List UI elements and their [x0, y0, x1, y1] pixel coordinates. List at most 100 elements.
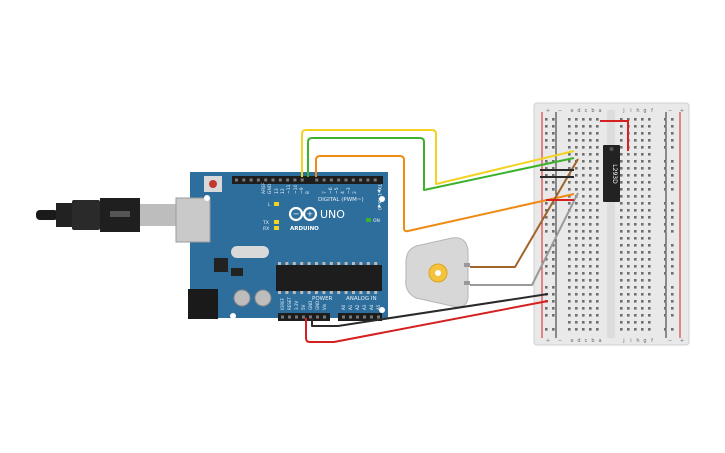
breadboard-hole: [664, 307, 667, 310]
breadboard-hole: [589, 146, 592, 149]
breadboard-hole: [627, 181, 630, 184]
breadboard-hole: [589, 153, 592, 156]
breadboard-hole: [664, 118, 667, 121]
breadboard-hole: [620, 223, 623, 226]
breadboard-hole: [648, 118, 651, 121]
breadboard-hole: [641, 153, 644, 156]
breadboard-hole: [620, 125, 623, 128]
breadboard-hole: [664, 293, 667, 296]
breadboard-hole: [634, 181, 637, 184]
breadboard-hole: [568, 300, 571, 303]
power-jack: [188, 289, 218, 319]
breadboard-hole: [620, 272, 623, 275]
breadboard-hole: [634, 258, 637, 261]
breadboard-hole: [634, 237, 637, 240]
breadboard-hole: [589, 307, 592, 310]
chip-pin: [300, 262, 304, 265]
breadboard-hole: [641, 132, 644, 135]
breadboard-hole: [671, 167, 674, 170]
wire-black-gnd: [311, 293, 549, 327]
breadboard-hole: [648, 139, 651, 142]
breadboard-hole: [671, 202, 674, 205]
chip-pin: [344, 262, 348, 265]
header-pin: [373, 178, 377, 182]
motor-terminal: [464, 263, 470, 267]
column-letter: d: [577, 338, 580, 344]
column-letter: h: [636, 338, 639, 344]
header-pin: [356, 315, 359, 319]
pin-label: A2: [355, 304, 360, 310]
breadboard-hole: [596, 279, 599, 282]
breadboard-hole: [545, 146, 548, 149]
breadboard-hole: [648, 188, 651, 191]
led-label-rx: RX: [263, 226, 269, 232]
pin-label: GND: [308, 301, 313, 310]
breadboard-hole: [568, 160, 571, 163]
breadboard-hole: [620, 286, 623, 289]
breadboard-hole: [545, 125, 548, 128]
breadboard-hole: [552, 181, 555, 184]
column-letter: −: [558, 108, 562, 114]
breadboard-hole: [664, 230, 667, 233]
breadboard-hole: [641, 188, 644, 191]
breadboard-hole: [641, 293, 644, 296]
breadboard-hole: [575, 188, 578, 191]
power-header-label: POWER: [312, 296, 333, 302]
breadboard-hole: [634, 230, 637, 233]
digital-pin-labels: AREF GND 13 12 ~11 ~10 ~9 8 7 ~6 ~5 4 ~3…: [261, 182, 358, 194]
breadboard-hole: [671, 188, 674, 191]
tx-rx-pin-label: TX▶1 RX◀0: [376, 183, 382, 210]
led-label-tx: TX: [262, 220, 269, 226]
header-pin: [235, 178, 238, 182]
wire-orange: [315, 155, 575, 233]
breadboard-hole: [575, 223, 578, 226]
header-pin: [377, 315, 380, 319]
pin-label: ~10: [293, 184, 299, 194]
digital-header: [232, 176, 383, 184]
breadboard-hole: [596, 258, 599, 261]
breadboard-hole: [620, 139, 623, 142]
usb-cable-end: [36, 210, 58, 220]
breadboard-hole: [589, 202, 592, 205]
breadboard-hole: [568, 328, 571, 331]
breadboard-hole: [648, 244, 651, 247]
breadboard-hole: [641, 286, 644, 289]
breadboard: + − e d c b a j i h g f − + + − e d c b …: [533, 102, 690, 346]
breadboard-hole: [641, 167, 644, 170]
breadboard-hole: [568, 286, 571, 289]
breadboard-hole: [582, 139, 585, 142]
breadboard-hole: [634, 223, 637, 226]
column-letter: f: [651, 108, 653, 114]
breadboard-hole: [634, 272, 637, 275]
status-leds: L TX RX ON: [262, 202, 380, 232]
breadboard-hole: [596, 251, 599, 254]
breadboard-hole: [627, 174, 630, 177]
column-letter: f: [651, 338, 653, 344]
breadboard-hole: [545, 167, 548, 170]
breadboard-hole: [575, 139, 578, 142]
breadboard-hole: [627, 244, 630, 247]
breadboard-hole: [641, 202, 644, 205]
logo-minus: −: [293, 210, 300, 219]
header-pin: [344, 178, 348, 182]
breadboard-hole: [620, 265, 623, 268]
usb-symbol: [110, 211, 130, 217]
arduino-logo: − +: [288, 206, 318, 222]
header-pin: [316, 315, 319, 319]
breadboard-hole: [545, 181, 548, 184]
breadboard-hole: [582, 244, 585, 247]
breadboard-hole: [641, 209, 644, 212]
header-pin: [366, 178, 370, 182]
breadboard-hole: [671, 230, 674, 233]
breadboard-hole: [634, 195, 637, 198]
atmega-chip: [276, 265, 382, 291]
breadboard-hole: [664, 209, 667, 212]
breadboard-hole: [596, 293, 599, 296]
breadboard-holes: [545, 118, 674, 331]
breadboard-hole: [589, 300, 592, 303]
breadboard-hole: [568, 132, 571, 135]
breadboard-hole: [634, 286, 637, 289]
breadboard-hole: [671, 132, 674, 135]
breadboard-hole: [596, 188, 599, 191]
column-letter: i: [630, 338, 631, 344]
